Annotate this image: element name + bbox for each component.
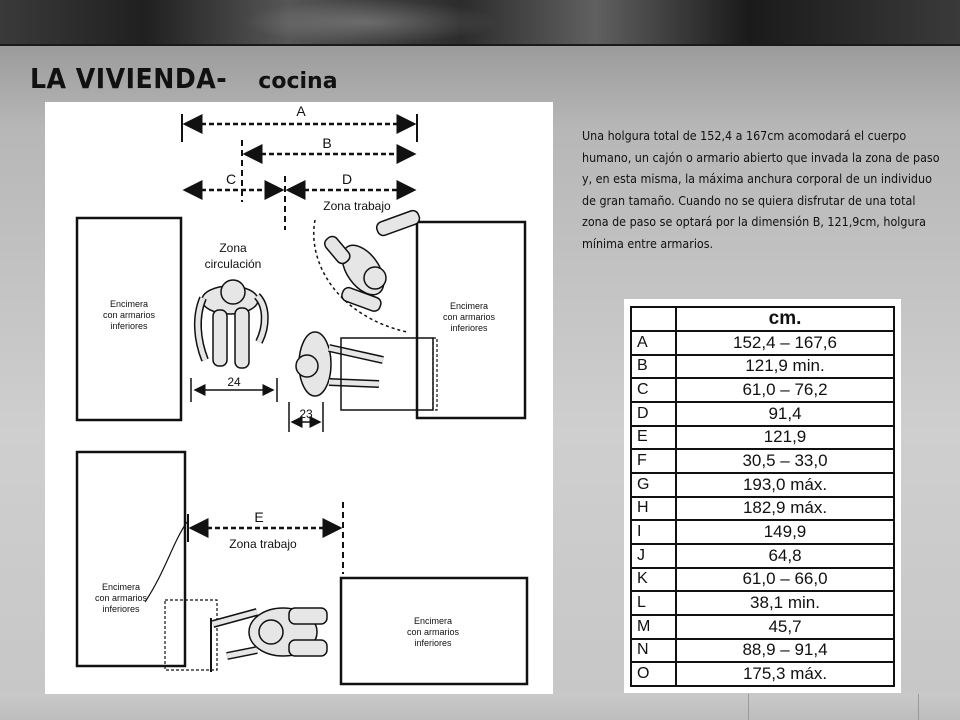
zona-circulacion-l2: circulación — [205, 257, 262, 271]
row-value: 30,5 – 33,0 — [675, 448, 895, 474]
row-value: 61,0 – 66,0 — [675, 566, 895, 593]
dim-d-label: D — [342, 171, 352, 187]
zona-trabajo-top: Zona trabajo — [323, 199, 391, 213]
table-header-row: cm. — [630, 306, 895, 332]
row-key: C — [630, 377, 677, 403]
row-value: 175,3 máx. — [675, 661, 895, 687]
row-key: D — [630, 400, 677, 427]
footer-divider — [748, 694, 749, 720]
counter-left-bottom — [75, 450, 187, 668]
dim-e-label: E — [254, 509, 263, 525]
banner-highlight — [240, 0, 500, 44]
row-value: 45,7 — [675, 613, 895, 640]
description-text: Una holgura total de 152,4 a 167cm acomo… — [582, 128, 940, 251]
footer-strip — [0, 694, 960, 720]
person-walking-figure — [193, 279, 269, 369]
counter-left-top-l1: Encimera — [110, 299, 148, 309]
counter-left-bottom-l3: inferiores — [102, 604, 140, 614]
row-value: 121,9 — [675, 424, 895, 451]
row-value: 152,4 – 167,6 — [675, 330, 895, 356]
row-key: J — [630, 542, 677, 569]
slide-title: LA VIVIENDA- cocina — [30, 62, 338, 95]
row-value: 121,9 min. — [675, 353, 895, 380]
row-key: E — [630, 424, 677, 451]
row-value: 88,9 – 91,4 — [675, 637, 895, 664]
person-bottom-figure — [211, 607, 328, 660]
counter-right-top-l3: inferiores — [450, 323, 488, 333]
row-key: I — [630, 519, 677, 545]
row-value: 64,8 — [675, 542, 895, 569]
counter-right-bottom — [339, 576, 529, 686]
counter-crease — [144, 521, 188, 603]
row-value: 91,4 — [675, 400, 895, 427]
counter-right-bottom-l1: Encimera — [414, 616, 452, 626]
counter-left-top-l2: con armarios — [103, 310, 156, 320]
row-key: M — [630, 613, 677, 640]
counter-left-bottom-l1: Encimera — [102, 582, 140, 592]
title-main: LA VIVIENDA- — [30, 62, 228, 95]
counter-left-bottom-l2: con armarios — [95, 593, 148, 603]
row-value: 149,9 — [675, 519, 895, 545]
table-header-unit: cm. — [675, 306, 895, 332]
row-value: 38,1 min. — [675, 590, 895, 616]
counter-left-top — [75, 216, 183, 422]
row-key: F — [630, 448, 677, 474]
row-value: 182,9 máx. — [675, 495, 895, 522]
row-key: A — [630, 330, 677, 356]
person-drawer-figure — [295, 331, 384, 397]
row-value: 193,0 máx. — [675, 471, 895, 498]
drawer-outline — [432, 337, 438, 411]
counter-right-bottom-l2: con armarios — [407, 627, 460, 637]
counter-right-top-l2: con armarios — [443, 312, 496, 322]
dim-24-label: 24 — [227, 375, 241, 389]
table-header-empty — [630, 306, 677, 332]
kitchen-diagram: A B C D Zona trabajo Encimera con armari… — [45, 102, 553, 696]
row-key: H — [630, 495, 677, 522]
row-key: O — [630, 661, 677, 687]
dim-23-label: 23 — [299, 407, 313, 421]
kitchen-diagram-svg: A B C D Zona trabajo Encimera con armari… — [75, 103, 529, 686]
row-key: K — [630, 566, 677, 593]
row-value: 61,0 – 76,2 — [675, 377, 895, 403]
counter-right-top-l1: Encimera — [450, 301, 488, 311]
footer-divider — [918, 694, 919, 720]
bottom-drawer-outline — [164, 599, 218, 671]
dim-b-label: B — [322, 135, 331, 151]
counter-right-bottom-l3: inferiores — [414, 638, 452, 648]
row-key: L — [630, 590, 677, 616]
header-banner — [0, 0, 960, 46]
dim-c-label: C — [226, 171, 236, 187]
row-key: B — [630, 353, 677, 380]
person-working-figure — [323, 209, 421, 312]
counter-right-top — [415, 220, 527, 420]
zona-circulacion-l1: Zona — [219, 241, 247, 255]
counter-left-top-l3: inferiores — [110, 321, 148, 331]
dim-a-label: A — [296, 103, 306, 119]
title-sub: cocina — [258, 69, 338, 94]
row-key: N — [630, 637, 677, 664]
zona-trabajo-bottom: Zona trabajo — [229, 537, 297, 551]
row-key: G — [630, 471, 677, 498]
